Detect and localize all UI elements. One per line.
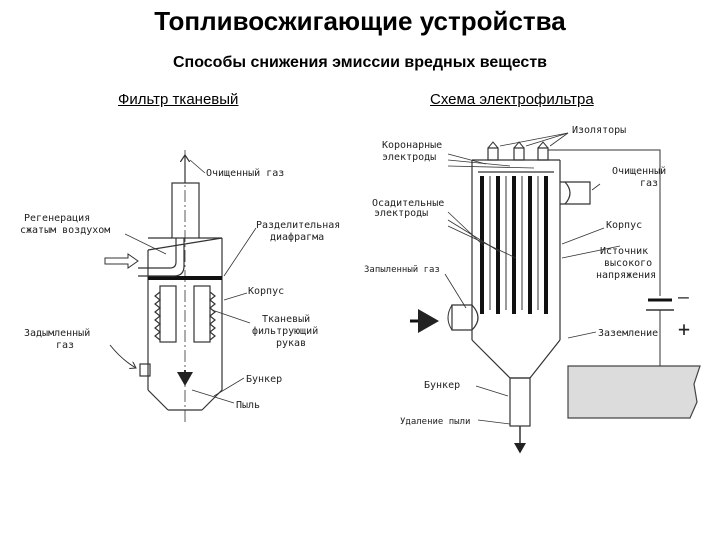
label-hopper: Бункер — [246, 374, 282, 385]
label-corona-2: электроды — [382, 152, 436, 163]
label-minus: – — [678, 287, 689, 308]
page-subtitle: Способы снижения эмиссии вредных веществ — [173, 54, 547, 71]
label-source-3: напряжения — [596, 270, 656, 281]
label-collecting-2: электроды — [374, 208, 428, 219]
label-diaphragm-1: Разделительная — [256, 220, 340, 231]
fabric-filter-labels: Очищенный газ Регенерация сжатым воздухо… — [20, 167, 340, 411]
label-source-1: Источник — [600, 246, 648, 257]
label-sleeve-2: фильтрующий — [252, 325, 318, 337]
label-corona-1: Коронарные — [382, 140, 442, 151]
label-diaphragm-2: диафрагма — [270, 231, 324, 243]
fabric-filter-heading: Фильтр тканевый — [118, 91, 239, 108]
label-sleeve-3: рукав — [276, 338, 306, 349]
label-dusty-gas: Запыленный газ — [364, 265, 440, 275]
label-sleeve-1: Тканевый — [262, 313, 310, 325]
label-collecting-1: Осадительные — [372, 198, 444, 209]
label-grounding: Заземление — [598, 328, 658, 339]
label-hopper: Бункер — [424, 380, 460, 391]
label-body: Корпус — [248, 286, 284, 297]
label-plus: + — [678, 317, 690, 341]
page-title: Топливосжигающие устройства — [154, 6, 566, 36]
label-regeneration-1: Регенерация — [24, 213, 90, 224]
label-clean-gas: Очищенный газ — [206, 167, 284, 179]
label-smoky-gas-1: Задымленный — [24, 327, 90, 339]
label-dust: Пыль — [236, 400, 260, 411]
electrostatic-filter-labels: Коронарные электроды Изоляторы Очищенный… — [364, 125, 690, 427]
label-insulators: Изоляторы — [572, 125, 626, 136]
electrostatic-filter-heading: Схема электрофильтра — [430, 91, 594, 108]
label-source-2: высокого — [604, 258, 652, 269]
label-clean-gas-2: газ — [640, 178, 658, 189]
electrostatic-filter-diagram — [410, 132, 701, 454]
label-body: Корпус — [606, 220, 642, 231]
label-regeneration-2: сжатым воздухом — [20, 225, 110, 236]
label-smoky-gas-2: газ — [56, 340, 74, 351]
fabric-filter-diagram — [104, 150, 257, 425]
label-clean-gas-1: Очищенный — [612, 165, 666, 177]
label-dust-removal: Удаление пыли — [400, 417, 470, 427]
